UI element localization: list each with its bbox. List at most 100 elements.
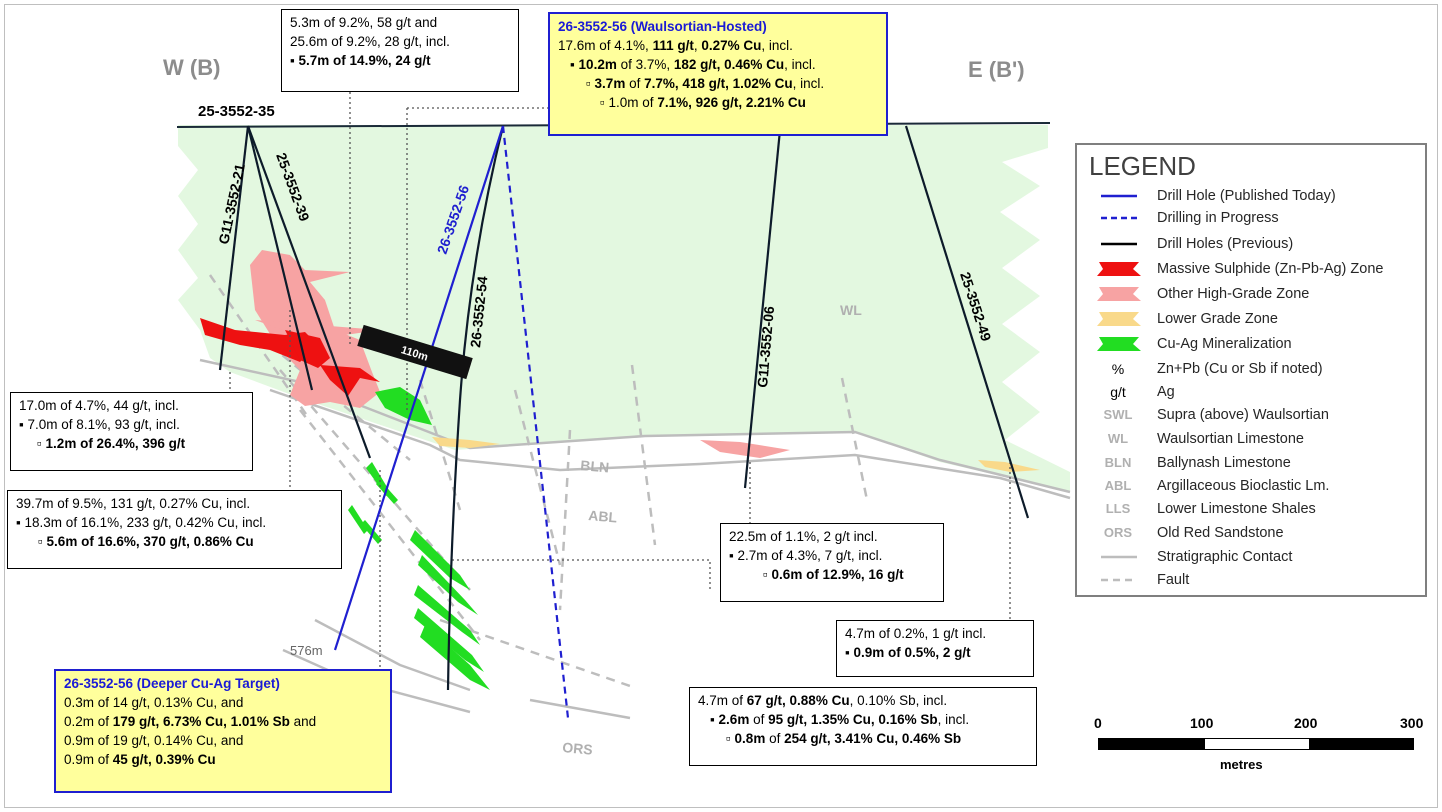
depth-576: 576m bbox=[290, 643, 323, 658]
legend-item-lls: LLS Lower Limestone Shales bbox=[1077, 498, 1427, 520]
unit-code: WL bbox=[1107, 431, 1129, 446]
scale-segment bbox=[1310, 738, 1414, 750]
hole-in-progress bbox=[501, 125, 570, 719]
scale-unit: metres bbox=[1220, 757, 1263, 772]
contact-lower-1 bbox=[314, 618, 471, 692]
legend-label: Drill Hole (Published Today) bbox=[1157, 188, 1336, 204]
legend-item-abl: ABL Argillaceous Bioclastic Lm. bbox=[1077, 475, 1427, 497]
callout-line: ▪ 10.2m of 3.7%, 182 g/t, 0.46% Cu, incl… bbox=[570, 57, 816, 72]
callout-right-low: 4.7m of 0.2%, 1 g/t incl. ▪ 0.9m of 0.5%… bbox=[836, 620, 1034, 677]
scale-bar: 0 100 200 300 metres bbox=[1092, 715, 1432, 775]
callout-line: 22.5m of 1.1%, 2 g/t incl. bbox=[729, 529, 878, 544]
hole-label-06: G11-3552-06 bbox=[754, 305, 777, 388]
legend-item-swl: SWL Supra (above) Waulsortian bbox=[1077, 404, 1427, 426]
callout-bottom-mid: 4.7m of 67 g/t, 0.88% Cu, 0.10% Sb, incl… bbox=[689, 687, 1037, 766]
callout-deeper-target: 26-3552-56 (Deeper Cu-Ag Target) 0.3m of… bbox=[54, 669, 392, 793]
hole-25-3552-49 bbox=[904, 125, 1030, 519]
legend-item-bln: BLN Ballynash Limestone bbox=[1077, 452, 1427, 474]
legend-item-gt: g/t Ag bbox=[1077, 381, 1427, 403]
legend-label: Old Red Sandstone bbox=[1157, 525, 1284, 541]
legend-item-massive-sulphide: Massive Sulphide (Zn-Pb-Ag) Zone bbox=[1077, 258, 1427, 280]
callout-line: 0.9m of 45 g/t, 0.39% Cu bbox=[64, 752, 216, 767]
hole-26-3552-56 bbox=[333, 125, 505, 651]
callout-line: 39.7m of 9.5%, 131 g/t, 0.27% Cu, incl. bbox=[16, 496, 251, 511]
pink-zone-icon bbox=[1089, 283, 1147, 305]
legend-label: Lower Limestone Shales bbox=[1157, 501, 1316, 517]
callout-line: ▪ 2.7m of 4.3%, 7 g/t, incl. bbox=[729, 548, 883, 563]
previous-line-icon bbox=[1089, 233, 1147, 255]
fault bbox=[840, 377, 869, 501]
dashed-line-icon bbox=[1089, 207, 1147, 229]
legend-title: LEGEND bbox=[1089, 151, 1196, 181]
unit-code: LLS bbox=[1105, 501, 1131, 516]
legend-item-published: Drill Hole (Published Today) bbox=[1077, 185, 1427, 207]
unit-wl: WL bbox=[840, 302, 862, 318]
contact-lower-3 bbox=[529, 698, 631, 720]
scale-segment bbox=[1098, 738, 1204, 750]
callout-line: ▪ 2.6m of 95 g/t, 1.35% Cu, 0.16% Sb, in… bbox=[710, 712, 970, 727]
legend-label: Cu-Ag Mineralization bbox=[1157, 336, 1292, 352]
callout-line: 17.0m of 4.7%, 44 g/t, incl. bbox=[19, 398, 179, 413]
legend-label: Lower Grade Zone bbox=[1157, 311, 1278, 327]
fault bbox=[439, 618, 631, 688]
callout-waulsortian-hosted: 26-3552-56 (Waulsortian-Hosted) 17.6m of… bbox=[548, 12, 888, 136]
callout-line: ▪ 0.9m of 0.5%, 2 g/t bbox=[845, 645, 971, 660]
callout-line: ▫ 1.0m of 7.1%, 926 g/t, 2.21% Cu bbox=[600, 95, 806, 110]
callout-line: 4.7m of 67 g/t, 0.88% Cu, 0.10% Sb, incl… bbox=[698, 693, 948, 708]
callout-line: ▫ 1.2m of 26.4%, 396 g/t bbox=[37, 436, 186, 451]
yellow-zone-icon bbox=[1089, 308, 1147, 330]
legend-label: Drill Holes (Previous) bbox=[1157, 236, 1294, 252]
unit-code: SWL bbox=[1103, 407, 1133, 422]
hole-25-3552-39 bbox=[246, 125, 314, 391]
callout-mid-right: 22.5m of 1.1%, 2 g/t incl. ▪ 2.7m of 4.3… bbox=[720, 523, 944, 602]
callout-line: 0.3m of 14 g/t, 0.13% Cu, and bbox=[64, 695, 244, 710]
scale-segment bbox=[1204, 738, 1310, 750]
distance-bar: 110m bbox=[357, 324, 473, 380]
legend-label: Zn+Pb (Cu or Sb if noted) bbox=[1157, 361, 1323, 377]
scale-tick-200: 200 bbox=[1294, 715, 1318, 731]
legend-item-percent: % Zn+Pb (Cu or Sb if noted) bbox=[1077, 358, 1427, 380]
legend-item-high-grade: Other High-Grade Zone bbox=[1077, 283, 1427, 305]
hole-g11-3552-06 bbox=[743, 129, 782, 489]
green-zone-icon bbox=[1089, 333, 1147, 355]
callout-left-low: 39.7m of 9.5%, 131 g/t, 0.27% Cu, incl. … bbox=[7, 490, 342, 569]
legend: LEGEND Drill Hole (Published Today) Dril… bbox=[1075, 143, 1427, 597]
legend-item-ors: ORS Old Red Sandstone bbox=[1077, 522, 1427, 544]
unit-ors: ORS bbox=[562, 739, 594, 758]
legend-label: Argillaceous Bioclastic Lm. bbox=[1157, 478, 1330, 494]
callout-line: 25.6m of 9.2%, 28 g/t, incl. bbox=[290, 34, 450, 49]
callout-line: 0.2m of 179 g/t, 6.73% Cu, 1.01% Sb and bbox=[64, 714, 317, 729]
legend-item-lower-grade: Lower Grade Zone bbox=[1077, 308, 1427, 330]
scale-tick-0: 0 bbox=[1094, 715, 1102, 731]
unit-abl: ABL bbox=[588, 507, 619, 525]
legend-item-previous: Drill Holes (Previous) bbox=[1077, 233, 1427, 255]
callout-left-mid: 17.0m of 4.7%, 44 g/t, incl. ▪ 7.0m of 8… bbox=[10, 392, 253, 471]
legend-item-contact: Stratigraphic Contact bbox=[1077, 546, 1427, 568]
fault bbox=[269, 344, 411, 461]
contact-bln-abl bbox=[269, 388, 1071, 500]
callout-top-left: 5.3m of 9.2%, 58 g/t and 25.6m of 9.2%, … bbox=[281, 9, 519, 92]
callout-line: ▪ 5.7m of 14.9%, 24 g/t bbox=[290, 53, 431, 68]
legend-label: Massive Sulphide (Zn-Pb-Ag) Zone bbox=[1157, 261, 1384, 277]
legend-label: Ag bbox=[1157, 384, 1175, 400]
unit-code: BLN bbox=[1104, 455, 1132, 470]
callout-line: 17.6m of 4.1%, 111 g/t, 0.27% Cu, incl. bbox=[558, 38, 793, 53]
legend-item-in-progress: Drilling in Progress bbox=[1077, 207, 1427, 229]
fault bbox=[558, 429, 572, 611]
legend-label: Drilling in Progress bbox=[1157, 210, 1279, 226]
callout-line: ▪ 7.0m of 8.1%, 93 g/t, incl. bbox=[19, 417, 180, 432]
percent-symbol: % bbox=[1111, 361, 1125, 377]
callout-line: ▪ 18.3m of 16.1%, 233 g/t, 0.42% Cu, inc… bbox=[16, 515, 267, 530]
hole-25-3552-35 bbox=[246, 125, 372, 459]
fault bbox=[513, 389, 562, 566]
gt-symbol: g/t bbox=[1110, 384, 1126, 400]
callout-line: 4.7m of 0.2%, 1 g/t incl. bbox=[845, 626, 987, 641]
legend-label: Other High-Grade Zone bbox=[1157, 286, 1310, 302]
red-zone-icon bbox=[1089, 258, 1147, 280]
legend-item-fault: Fault bbox=[1077, 569, 1427, 591]
callout-line: ▫ 3.7m of 7.7%, 418 g/t, 1.02% Cu, incl. bbox=[586, 76, 825, 91]
fault bbox=[630, 364, 657, 546]
published-line-icon bbox=[1089, 185, 1147, 207]
legend-item-cu-ag: Cu-Ag Mineralization bbox=[1077, 333, 1427, 355]
